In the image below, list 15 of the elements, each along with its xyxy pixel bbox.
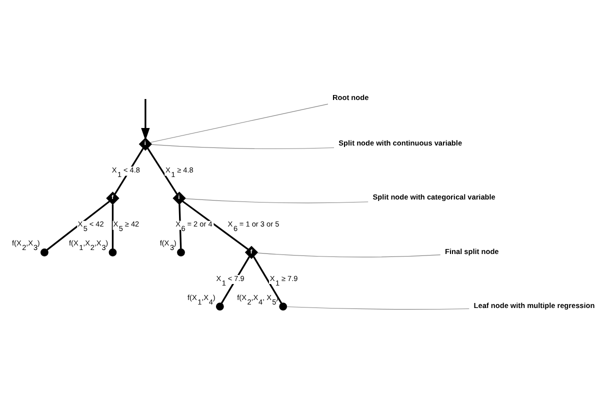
connector bbox=[146, 147, 178, 194]
connector bbox=[182, 200, 249, 250]
connector bbox=[151, 144, 334, 149]
connector bbox=[150, 103, 328, 142]
arrow bbox=[141, 98, 150, 140]
connector bbox=[185, 198, 368, 203]
node-circle bbox=[40, 248, 48, 256]
connector bbox=[257, 252, 441, 257]
connector bbox=[112, 204, 114, 248]
node-circle bbox=[279, 302, 288, 310]
connector bbox=[286, 306, 470, 310]
connector bbox=[252, 256, 282, 304]
node-circle bbox=[108, 248, 117, 256]
node-circle bbox=[177, 248, 185, 256]
node-circle bbox=[216, 302, 224, 310]
